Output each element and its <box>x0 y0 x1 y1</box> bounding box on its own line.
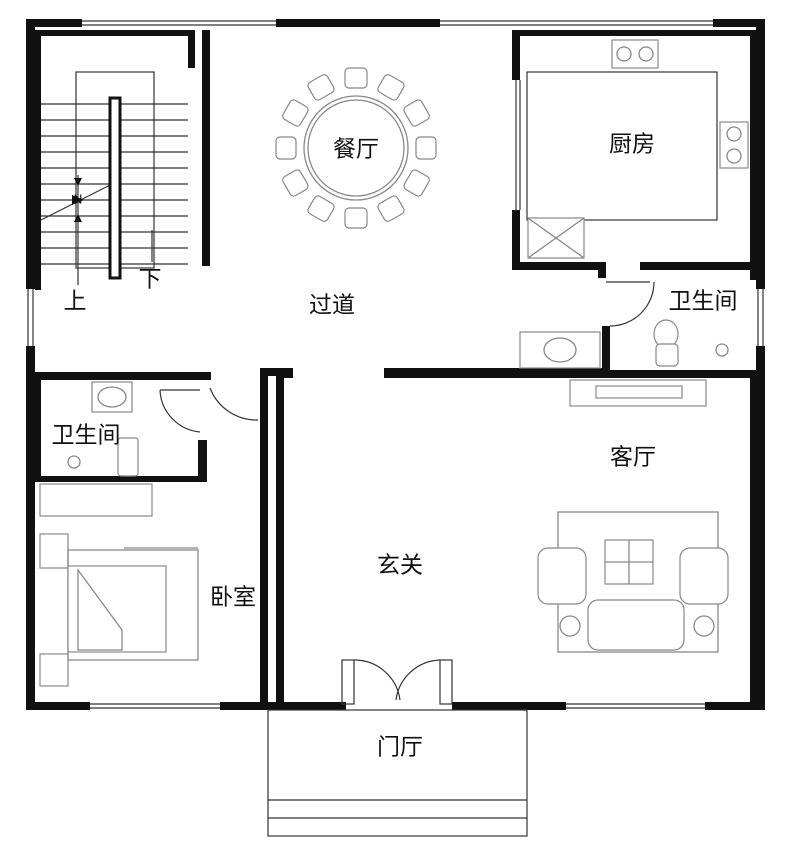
dining-chair <box>377 74 405 101</box>
bedroom-furniture <box>39 483 199 687</box>
living-room-furniture <box>537 379 729 653</box>
label-kitchen: 厨房 <box>609 132 655 158</box>
dining-chair <box>344 207 368 229</box>
dining-chair <box>282 99 309 127</box>
label-foyer: 玄关 <box>377 553 423 579</box>
svg-text:N: N <box>74 193 83 207</box>
staircase: N 上 下 <box>40 71 188 315</box>
dining-table <box>275 67 437 229</box>
bathroom-right-fixtures <box>519 281 729 369</box>
stair-down-label: 下 <box>139 267 162 293</box>
dining-chair <box>307 74 335 101</box>
walls <box>26 19 765 837</box>
dining-chairs <box>275 67 437 229</box>
stair-up-label: 上 <box>64 289 87 315</box>
label-bathroom-right: 卫生间 <box>669 289 738 315</box>
dining-chair <box>415 136 437 160</box>
dining-chair <box>307 195 335 222</box>
dining-chair <box>344 67 368 89</box>
dining-chair <box>403 169 430 197</box>
dining-chair <box>403 99 430 127</box>
label-corridor: 过道 <box>309 293 355 319</box>
dining-chair <box>377 195 405 222</box>
dining-chair <box>275 136 297 160</box>
room-labels: 餐厅 厨房 过道 卫生间 卫生间 客厅 玄关 卧室 门厅 <box>52 132 738 761</box>
porch-steps <box>268 799 527 819</box>
label-living-room: 客厅 <box>610 445 656 471</box>
label-bedroom: 卧室 <box>210 585 256 611</box>
bathroom-left-fixtures <box>67 381 259 477</box>
label-dining: 餐厅 <box>333 137 379 163</box>
windows <box>27 20 764 709</box>
entry-doors <box>341 659 453 705</box>
kitchen-fixtures <box>526 39 749 259</box>
dining-chair <box>282 169 309 197</box>
label-porch: 门厅 <box>377 735 423 761</box>
label-bathroom-left: 卫生间 <box>52 423 121 449</box>
